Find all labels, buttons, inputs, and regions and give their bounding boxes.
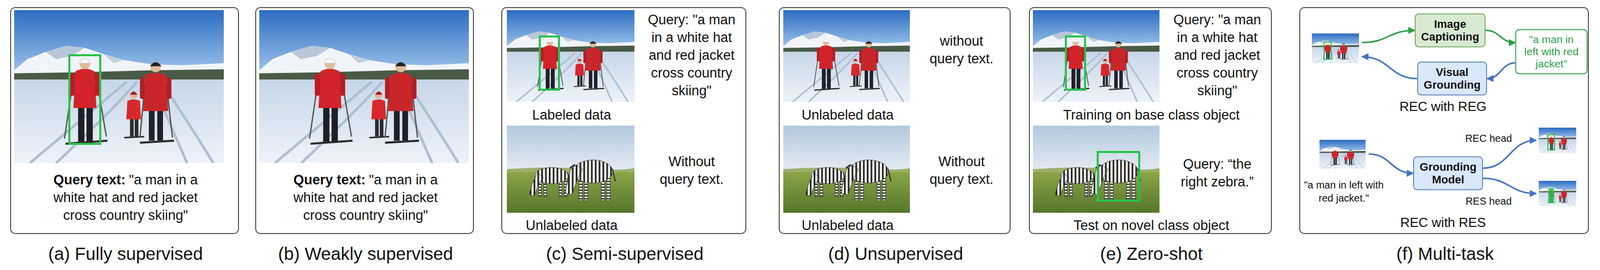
text-block: Unlabeled data (784, 216, 911, 235)
method-panel: Query: "a man in a white hat and red jac… (1028, 7, 1272, 234)
process-box: Visual Grounding (1417, 61, 1488, 96)
photo-zebras (506, 125, 635, 213)
segmentation-mask (1548, 187, 1554, 204)
photo-zebras (783, 125, 910, 213)
box-label: Grounding Model (1419, 160, 1477, 187)
panel-text: Unlabeled data (525, 217, 618, 233)
text-block: Without query text. (651, 152, 733, 189)
process-box: Grounding Model (1413, 156, 1484, 191)
panel-text: Unlabeled data (801, 217, 894, 233)
panel-text: Unlabeled data (801, 107, 894, 123)
panel-caption: (c) Semi-supervised (545, 243, 704, 264)
method-panel: without query text.Unlabeled dataWithout… (778, 7, 1011, 234)
text-block: Query text:"a man in a white hat and red… (279, 171, 452, 225)
method-panel: Query text:"a man in a white hat and red… (10, 7, 239, 234)
method-panel: Query: "a man in a white hat and red jac… (501, 7, 747, 234)
panel-caption: (e) Zero-shot (1100, 243, 1203, 264)
panel-text: REC with RES (1400, 214, 1486, 230)
flow-arrow (1483, 178, 1537, 194)
caption-box: "a man in left with red jacket" (1515, 29, 1588, 75)
flow-connector (1485, 30, 1516, 43)
grounding-box (1324, 42, 1332, 60)
panel-text: Training on base class object (1063, 107, 1240, 123)
flow-arrow (1362, 56, 1418, 79)
photo-output (1538, 127, 1577, 153)
panel-text: Test on novel class object (1073, 217, 1230, 233)
process-box: Image Captioning (1414, 13, 1486, 48)
photo-skiers (783, 10, 910, 102)
text-block: Unlabeled data (784, 106, 911, 125)
box-label: Image Captioning (1421, 17, 1480, 44)
panel-text: Query text: (293, 172, 367, 188)
flow-arrow (1483, 140, 1537, 169)
grounding-box (1547, 134, 1555, 150)
photo-skiers (506, 10, 635, 102)
panel-text: Labeled data (532, 107, 612, 123)
text-block: Unlabeled data (508, 216, 635, 235)
panel-caption: (f) Multi-task (1396, 243, 1495, 264)
text-block: (a) Fully supervised (11, 242, 240, 266)
panel-text: Query: "a man in a white hat and red jac… (1173, 12, 1261, 99)
panel-caption: (b) Weakly supervised (277, 243, 454, 264)
panel-text: Query text: (53, 172, 127, 188)
text-block: Query: “the right zebra.” (1176, 155, 1258, 191)
panel-text: Without query text. (659, 153, 724, 187)
text-block: (f) Multi-task (1300, 242, 1590, 266)
panel-text: without query text. (929, 33, 994, 67)
panel-caption: (a) Fully supervised (48, 243, 203, 264)
box-label: Visual Grounding (1423, 65, 1481, 92)
photo-skiers (14, 10, 224, 164)
text-block: REC with RES (1377, 214, 1509, 232)
photo-skiers (1032, 10, 1160, 102)
panel-text: Query: “the right zebra.” (1180, 156, 1254, 190)
method-panel: Image Captioning "a man in left with red … (1299, 7, 1589, 234)
text-block: Training on base class object (1032, 106, 1271, 125)
text-block: (c) Semi-supervised (502, 242, 748, 266)
text-block: Query: "a man in a white hat and red jac… (1166, 11, 1268, 100)
text-block: REC head (1458, 131, 1519, 145)
panel-text: Query: "a man in a white hat and red jac… (647, 12, 736, 99)
text-block: without query text. (921, 32, 1003, 68)
panel-text: RES head (1465, 195, 1512, 207)
panel-text: REC with REG (1399, 98, 1487, 114)
text-block: Without query text. (921, 152, 1003, 189)
flow-connector (1487, 62, 1516, 79)
text-block: REC with REG (1377, 98, 1509, 116)
panel-caption: (d) Unsupervised (828, 243, 964, 264)
flow-arrow (1368, 153, 1414, 174)
text-block: Query: "a man in a white hat and red jac… (641, 11, 743, 100)
text-block: RES head (1458, 194, 1519, 208)
grounding-box (1065, 36, 1086, 90)
text-block: Test on novel class object (1032, 216, 1271, 235)
panel-text: Without query text. (929, 153, 994, 187)
grounding-box (539, 36, 559, 90)
text-block: (e) Zero-shot (1029, 242, 1273, 266)
photo-thumbnail (1319, 139, 1366, 169)
grounding-box (1097, 151, 1140, 201)
panel-text: "a man in left with red jacket." (1303, 179, 1384, 204)
photo-zebras (1032, 125, 1160, 213)
grounding-box (69, 55, 101, 144)
text-block: Query text:"a man in a white hat and red… (39, 171, 212, 225)
panel-text: REC head (1465, 132, 1512, 144)
method-panel: Query text:"a man in a white hat and red… (255, 7, 474, 234)
text-block: (d) Unsupervised (779, 242, 1012, 266)
text-block: "a man in left with red jacket." (1303, 178, 1385, 205)
photo-thumbnail (1311, 33, 1359, 64)
text-block: (b) Weakly supervised (256, 242, 475, 266)
photo-skiers (259, 10, 469, 164)
box-label: "a man in left with red jacket" (1521, 33, 1582, 70)
photo-output (1538, 180, 1577, 207)
text-block: Labeled data (508, 106, 635, 125)
flow-arrow (1362, 30, 1415, 43)
